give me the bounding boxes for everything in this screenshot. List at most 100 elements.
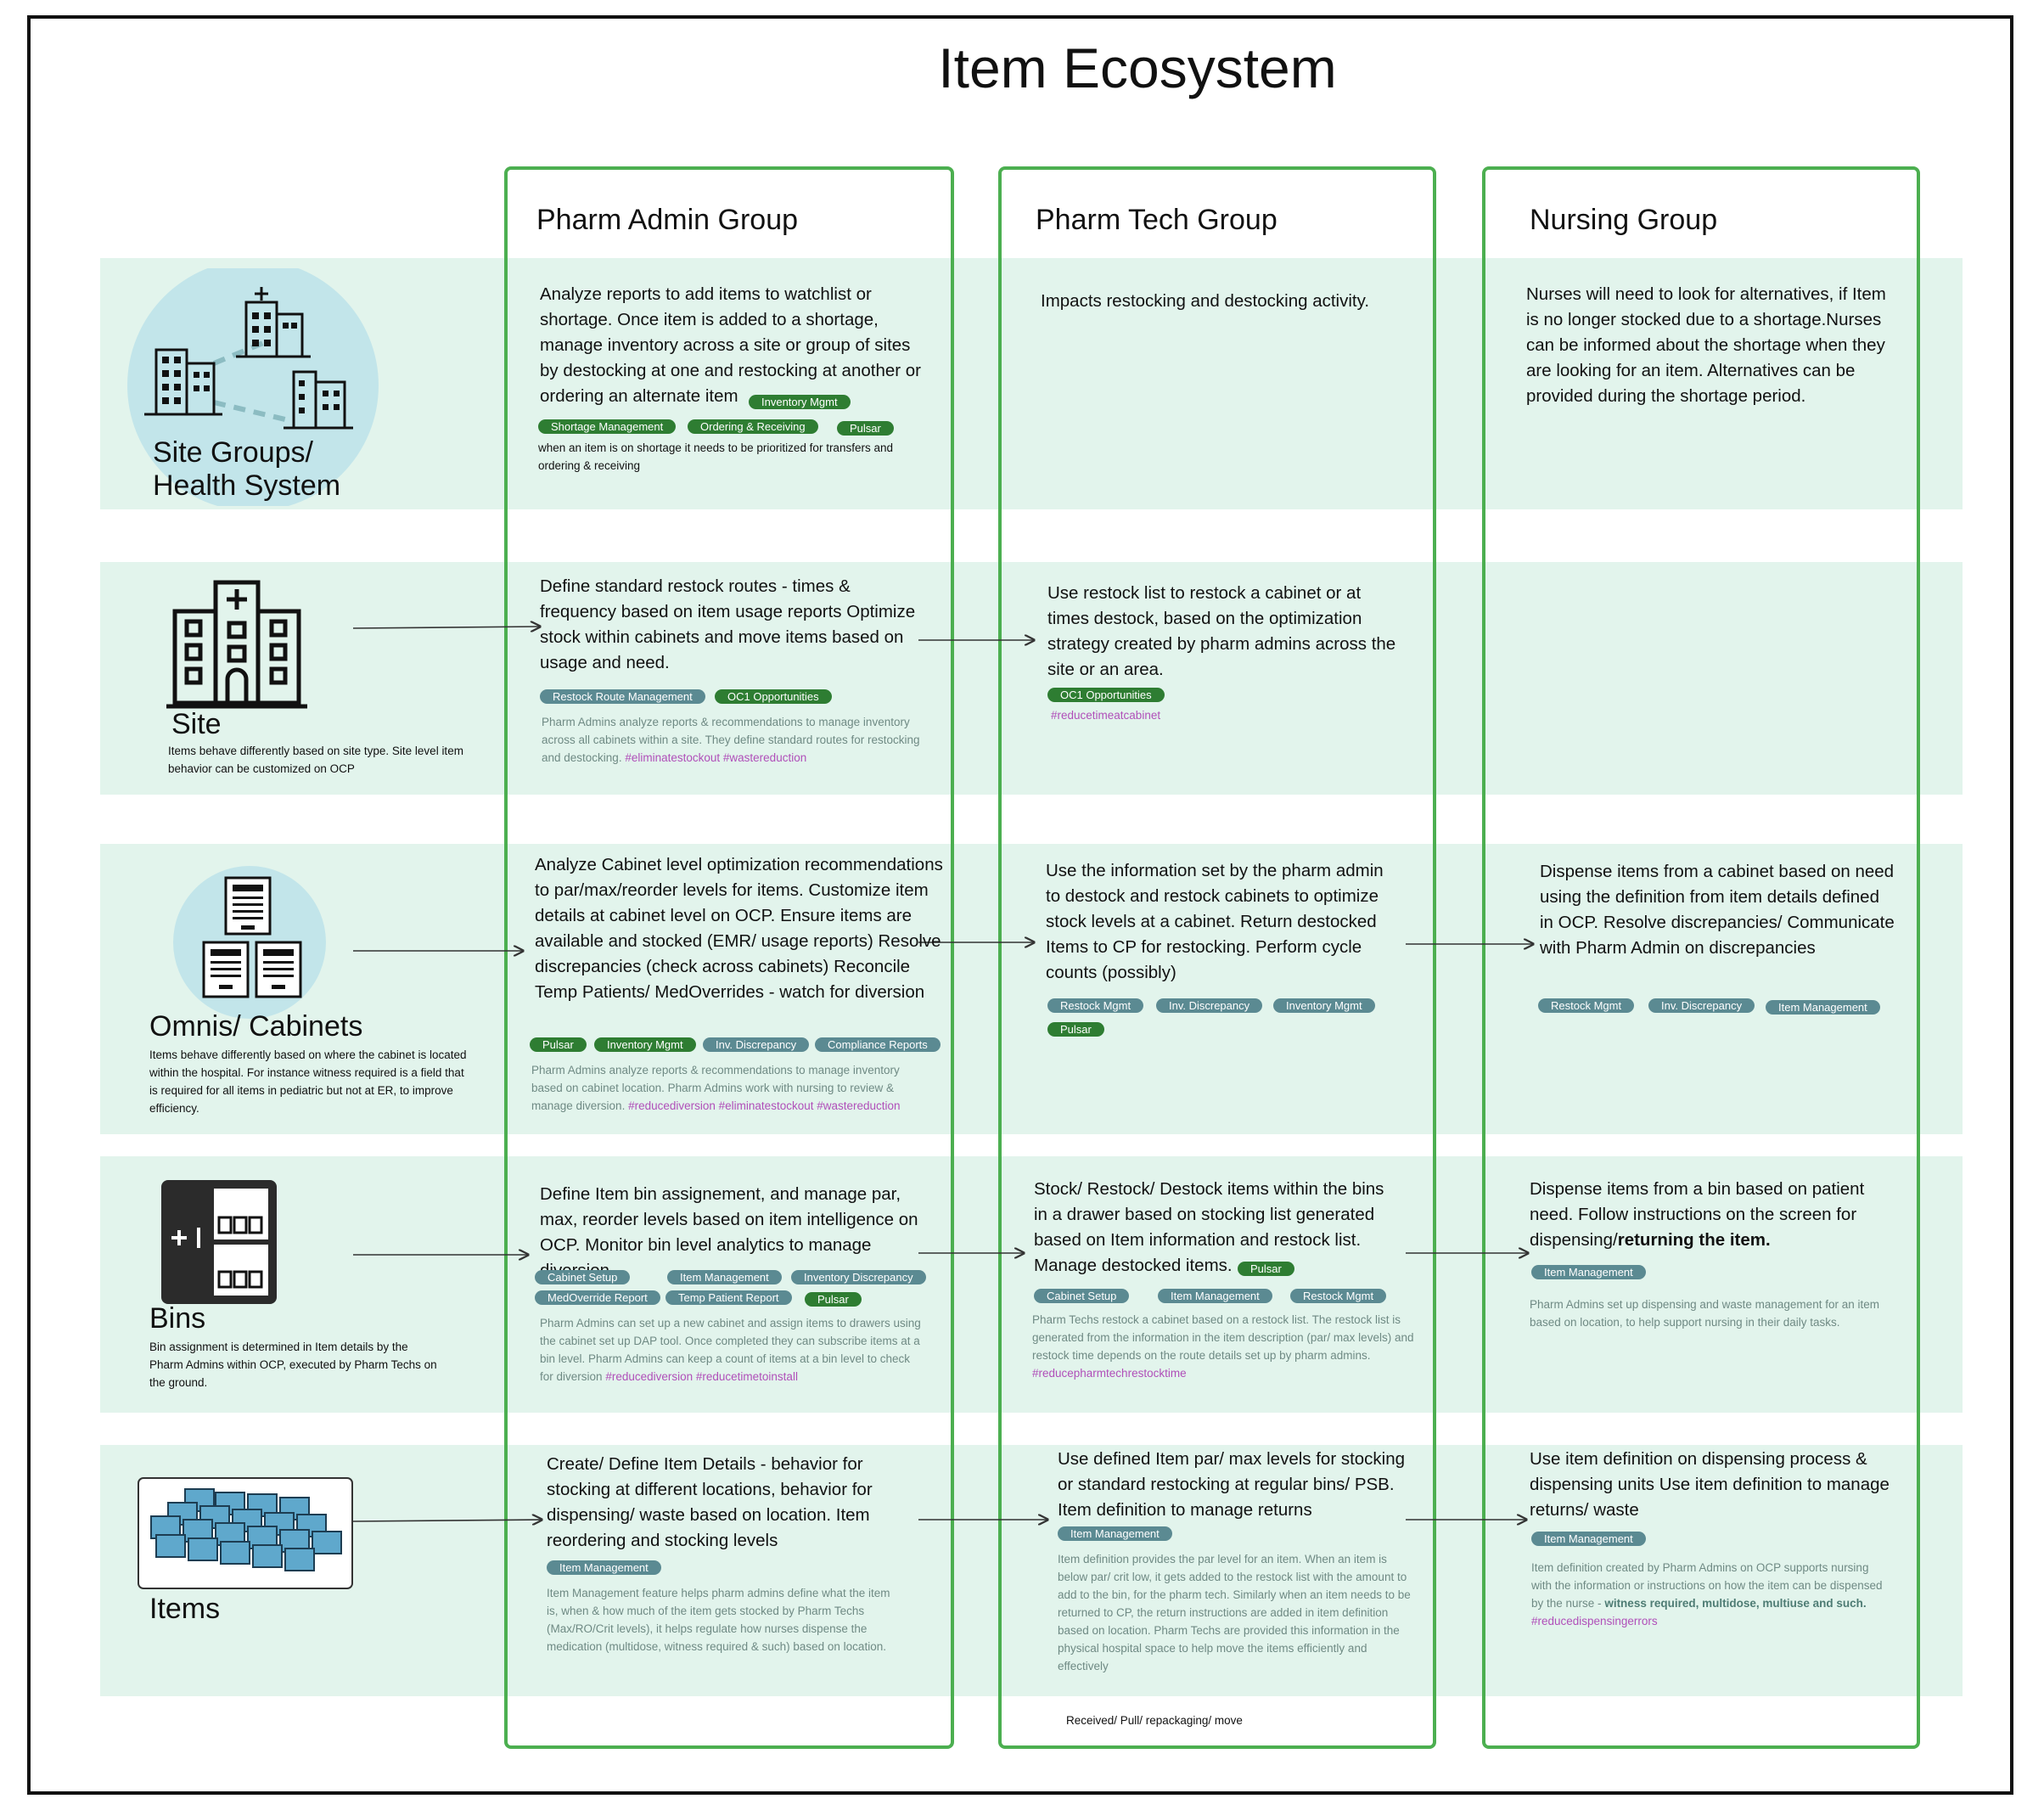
tag-restock-route-management: Restock Route Management bbox=[540, 689, 705, 704]
items-tech-footer: Received/ Pull/ repackaging/ move bbox=[1066, 1714, 1243, 1727]
bins-tech-note: Pharm Techs restock a cabinet based on a… bbox=[1032, 1311, 1428, 1382]
omnis-admin-text: Analyze Cabinet level optimization recom… bbox=[535, 855, 943, 1002]
column-header-nursing: Nursing Group bbox=[1530, 204, 1718, 236]
tag-inventory-mgmt-omnis: Inventory Mgmt bbox=[594, 1037, 696, 1052]
tag-pulsar-bins: Pulsar bbox=[805, 1292, 862, 1307]
items-tech-note: Item definition provides the par level f… bbox=[1058, 1553, 1411, 1672]
tag-inv-discrepancy-tech: Inv. Discrepancy bbox=[1156, 998, 1263, 1013]
row-label-site-groups-line2: Health System bbox=[153, 469, 341, 502]
band-site bbox=[100, 562, 1963, 795]
site-admin-hashtags: #eliminatestockout #wastereduction bbox=[625, 751, 807, 764]
tag-item-management-nursing: Item Management bbox=[1766, 1000, 1880, 1015]
tag-cabinet-setup-tech: Cabinet Setup bbox=[1034, 1289, 1130, 1303]
bins-nursing-note: Pharm Admins set up dispensing and waste… bbox=[1530, 1298, 1879, 1329]
row-label-omnis: Omnis/ Cabinets bbox=[149, 1010, 363, 1043]
items-nursing-note-bold: witness required, multidose, multiuse an… bbox=[1604, 1597, 1867, 1610]
tag-inventory-mgmt: Inventory Mgmt bbox=[749, 395, 851, 409]
tag-item-management-nursing-items: Item Management bbox=[1531, 1532, 1646, 1546]
column-nursing bbox=[1482, 166, 1920, 1749]
bin-drawer-icon bbox=[161, 1180, 277, 1304]
tag-item-management-nursing-bins: Item Management bbox=[1531, 1265, 1646, 1279]
omnis-nursing-text: Dispense items from a cabinet based on n… bbox=[1540, 862, 1895, 958]
tag-restock-mgmt-nursing: Restock Mgmt bbox=[1538, 998, 1635, 1013]
items-nursing-text: Use item definition on dispensing proces… bbox=[1530, 1449, 1890, 1520]
band-site-groups bbox=[100, 258, 1963, 509]
site-tech-hashtags: #reducetimeatcabinet bbox=[1051, 709, 1161, 722]
arrow-site-to-admin bbox=[352, 627, 540, 628]
column-pharm-admin bbox=[504, 166, 954, 1749]
tag-inv-discrepancy-nursing: Inv. Discrepancy bbox=[1648, 998, 1755, 1013]
bins-admin-note: Pharm Admins can set up a new cabinet an… bbox=[540, 1314, 924, 1386]
item-boxes-icon bbox=[138, 1477, 353, 1589]
omnis-admin-note: Pharm Admins analyze reports & recommend… bbox=[531, 1061, 930, 1115]
row-label-site: Site bbox=[171, 708, 222, 740]
row-desc-site: Items behave differently based on site t… bbox=[168, 745, 463, 775]
row-desc-bins: Bin assignment is determined in Item det… bbox=[149, 1341, 437, 1389]
bins-tech-text: Stock/ Restock/ Destock items within the… bbox=[1034, 1179, 1384, 1275]
tag-item-management-admin-bins: Item Management bbox=[667, 1270, 782, 1284]
bins-admin-text: Define Item bin assignement, and manage … bbox=[540, 1184, 918, 1280]
tag-cabinet-setup: Cabinet Setup bbox=[535, 1270, 631, 1284]
cabinet-icon bbox=[173, 866, 326, 1019]
tag-compliance-reports: Compliance Reports bbox=[815, 1037, 941, 1052]
site-groups-nursing-text: Nurses will need to look for alternative… bbox=[1526, 284, 1886, 406]
bins-admin-note-text: Pharm Admins can set up a new cabinet an… bbox=[540, 1317, 921, 1383]
site-admin-note-text: Pharm Admins analyze reports & recommend… bbox=[542, 716, 920, 764]
column-header-pharm-tech: Pharm Tech Group bbox=[1036, 204, 1278, 236]
items-tech-text: Use defined Item par/ max levels for sto… bbox=[1058, 1449, 1406, 1520]
tag-oc1-opportunities: OC1 Opportunities bbox=[715, 689, 832, 704]
items-nursing-hashtags: #reducedispensingerrors bbox=[1531, 1615, 1658, 1627]
site-admin-text: Define standard restock routes - times &… bbox=[540, 576, 916, 672]
site-admin-note: Pharm Admins analyze reports & recommend… bbox=[542, 713, 932, 767]
tag-inv-discrepancy-omnis: Inv. Discrepancy bbox=[703, 1037, 810, 1052]
site-tech-text: Use restock list to restock a cabinet or… bbox=[1047, 583, 1396, 679]
bins-tech-note-text: Pharm Techs restock a cabinet based on a… bbox=[1032, 1313, 1414, 1362]
diagram-frame bbox=[27, 15, 2013, 1795]
tag-pulsar-tech-bins: Pulsar bbox=[1238, 1262, 1294, 1276]
arrow-items-to-admin bbox=[352, 1520, 542, 1521]
items-admin-text: Create/ Define Item Details - behavior f… bbox=[547, 1454, 873, 1550]
hospital-network-icon bbox=[127, 268, 379, 506]
page-title: Item Ecosystem bbox=[938, 37, 1337, 99]
band-omnis bbox=[100, 844, 1963, 1134]
site-groups-admin-note: when an item is on shortage it needs to … bbox=[538, 441, 893, 472]
tag-item-management-tech-items: Item Management bbox=[1058, 1526, 1172, 1541]
tag-temp-patient-report: Temp Patient Report bbox=[665, 1290, 792, 1305]
row-label-site-groups-line1: Site Groups/ bbox=[153, 436, 313, 469]
tag-item-management-admin-items: Item Management bbox=[547, 1560, 661, 1575]
omnis-admin-hashtags: #reducediversion #eliminatestockout #was… bbox=[628, 1099, 901, 1112]
site-groups-admin-text: Analyze reports to add items to watchlis… bbox=[540, 284, 922, 406]
items-nursing-note-text: Item definition created by Pharm Admins … bbox=[1531, 1561, 1883, 1610]
items-nursing-note: Item definition created by Pharm Admins … bbox=[1531, 1559, 1888, 1630]
row-desc-omnis: Items behave differently based on where … bbox=[149, 1048, 467, 1115]
row-label-bins: Bins bbox=[149, 1302, 206, 1335]
row-label-site-groups: Site Groups/ Health System bbox=[153, 436, 340, 503]
tag-item-management-tech-bins: Item Management bbox=[1158, 1289, 1272, 1303]
tag-pulsar-tech: Pulsar bbox=[1047, 1022, 1104, 1037]
bins-admin-hashtags: #reducediversion #reducetimetoinstall bbox=[605, 1370, 798, 1383]
items-admin-note: Item Management feature helps pharm admi… bbox=[547, 1587, 890, 1653]
row-label-items: Items bbox=[149, 1593, 221, 1625]
tag-restock-mgmt-tech: Restock Mgmt bbox=[1047, 998, 1144, 1013]
site-groups-tech-text: Impacts restocking and destocking activi… bbox=[1041, 291, 1370, 311]
column-header-pharm-admin: Pharm Admin Group bbox=[536, 204, 799, 236]
tag-shortage-management: Shortage Management bbox=[538, 419, 677, 434]
band-items bbox=[100, 1445, 1963, 1696]
bins-nursing-text-bold: returning the item. bbox=[1617, 1230, 1771, 1250]
tag-inventory-discrepancy: Inventory Discrepancy bbox=[791, 1270, 926, 1284]
tag-medoverride-report: MedOverride Report bbox=[535, 1290, 660, 1305]
tag-oc1-opportunities-tech: OC1 Opportunities bbox=[1047, 688, 1165, 702]
hospital-icon bbox=[166, 580, 307, 709]
bins-nursing-text-plain: Dispense items from a bin based on patie… bbox=[1530, 1179, 1865, 1250]
column-pharm-tech bbox=[998, 166, 1436, 1749]
bins-nursing-text: Dispense items from a bin based on patie… bbox=[1530, 1177, 1896, 1253]
tag-inventory-mgmt-tech: Inventory Mgmt bbox=[1273, 998, 1375, 1013]
tag-ordering-receiving: Ordering & Receiving bbox=[688, 419, 818, 434]
tag-pulsar-omnis: Pulsar bbox=[530, 1037, 587, 1052]
omnis-admin-note-text: Pharm Admins analyze reports & recommend… bbox=[531, 1064, 900, 1112]
tag-restock-mgmt-tech-bins: Restock Mgmt bbox=[1290, 1289, 1387, 1303]
tag-pulsar: Pulsar bbox=[837, 421, 894, 436]
band-bins bbox=[100, 1156, 1963, 1413]
bins-tech-hashtags: #reducepharmtechrestocktime bbox=[1032, 1367, 1187, 1380]
